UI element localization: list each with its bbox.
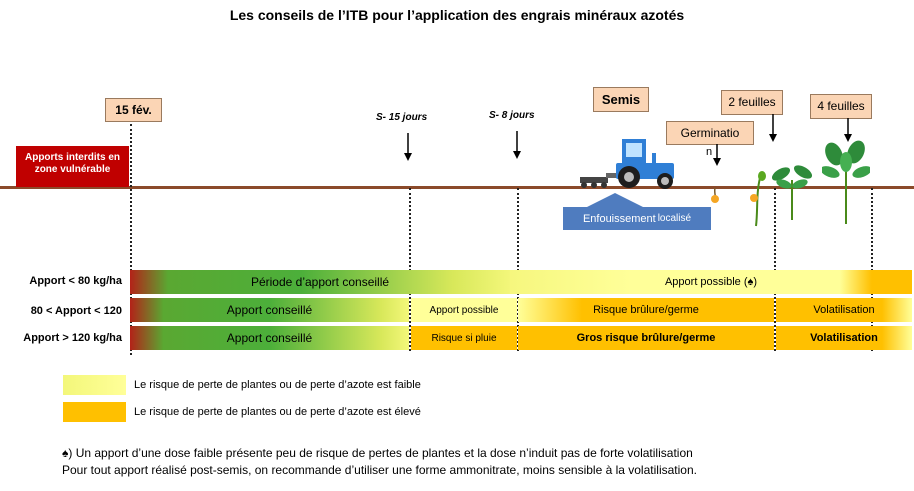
enfouissement-arrow-icon (583, 193, 647, 209)
legend-swatch-high (63, 402, 126, 422)
row2-segment-volatilisation: Volatilisation (776, 298, 912, 322)
note-line-2: Pour tout apport réalisé post-semis, on … (62, 463, 697, 477)
s8-arrow-icon (513, 131, 521, 164)
four-leaves-marker: 4 feuilles (810, 94, 872, 119)
four-leaf-plant-icon (820, 140, 872, 231)
semis-marker: Semis (593, 87, 649, 112)
s8-divider (517, 188, 519, 351)
enfouissement-box: Enfouissement localisé (563, 207, 711, 230)
forbidden-line1: Apports interdits en (24, 152, 120, 163)
row3-segment-advised: Apport conseillé (130, 326, 409, 350)
legend-text-high: Le risque de perte de plantes ou de pert… (134, 406, 421, 418)
row-label-2: 80 < Apport < 120 (30, 305, 122, 317)
row3-segment-rain-risk: Risque si pluie (411, 326, 517, 350)
row1-segment-possible: Apport possible (♠) (510, 270, 912, 294)
feb15-marker: 15 fév. (105, 98, 162, 122)
two-leaves-arrow-icon (769, 114, 777, 147)
enfouissement-label-1: Enfouissement (582, 212, 656, 225)
forbidden-zone-box: Apports interdits en zone vulnérable (16, 146, 129, 187)
row2-segment-possible: Apport possible (411, 298, 517, 322)
page-title: Les conseils de l’ITB pour l’application… (229, 7, 685, 23)
s8-label: S- 8 jours (489, 110, 535, 121)
enfouissement-label-2: localisé (657, 213, 692, 224)
row3-segment-volatilisation: Volatilisation (776, 326, 912, 350)
two-leaves-divider (774, 188, 776, 351)
row1-segment-advised: Période d’apport conseillé (130, 270, 510, 294)
s15-divider (409, 188, 411, 351)
row2-segment-burn-risk: Risque brûlure/germe (518, 298, 774, 322)
germination-marker: Germinatio (666, 121, 754, 145)
s15-arrow-icon (404, 133, 412, 166)
legend-text-low: Le risque de perte de plantes ou de pert… (134, 379, 421, 391)
soil-line (0, 186, 914, 189)
two-leaf-plant-icon (771, 158, 813, 227)
feb15-divider (130, 124, 132, 355)
tractor-icon (576, 133, 680, 196)
seed-icon (708, 187, 722, 209)
four-leaves-arrow-icon (844, 118, 852, 147)
four-leaves-divider (871, 188, 873, 351)
row-label-1: Apport < 80 kg/ha (29, 275, 122, 287)
germination-arrow-icon (713, 144, 721, 171)
forbidden-line2: zone vulnérable (34, 164, 111, 175)
two-leaves-marker: 2 feuilles (721, 90, 783, 115)
legend-swatch-low (63, 375, 126, 395)
sprout-icon (748, 170, 768, 235)
row3-segment-high-burn-risk: Gros risque brûlure/germe (518, 326, 774, 350)
note-line-1: ♠) Un apport d’une dose faible présente … (62, 446, 693, 460)
row2-segment-advised: Apport conseillé (130, 298, 409, 322)
s15-label: S- 15 jours (376, 112, 428, 123)
germination-suffix: n (706, 146, 713, 158)
row-label-3: Apport > 120 kg/ha (23, 332, 122, 344)
